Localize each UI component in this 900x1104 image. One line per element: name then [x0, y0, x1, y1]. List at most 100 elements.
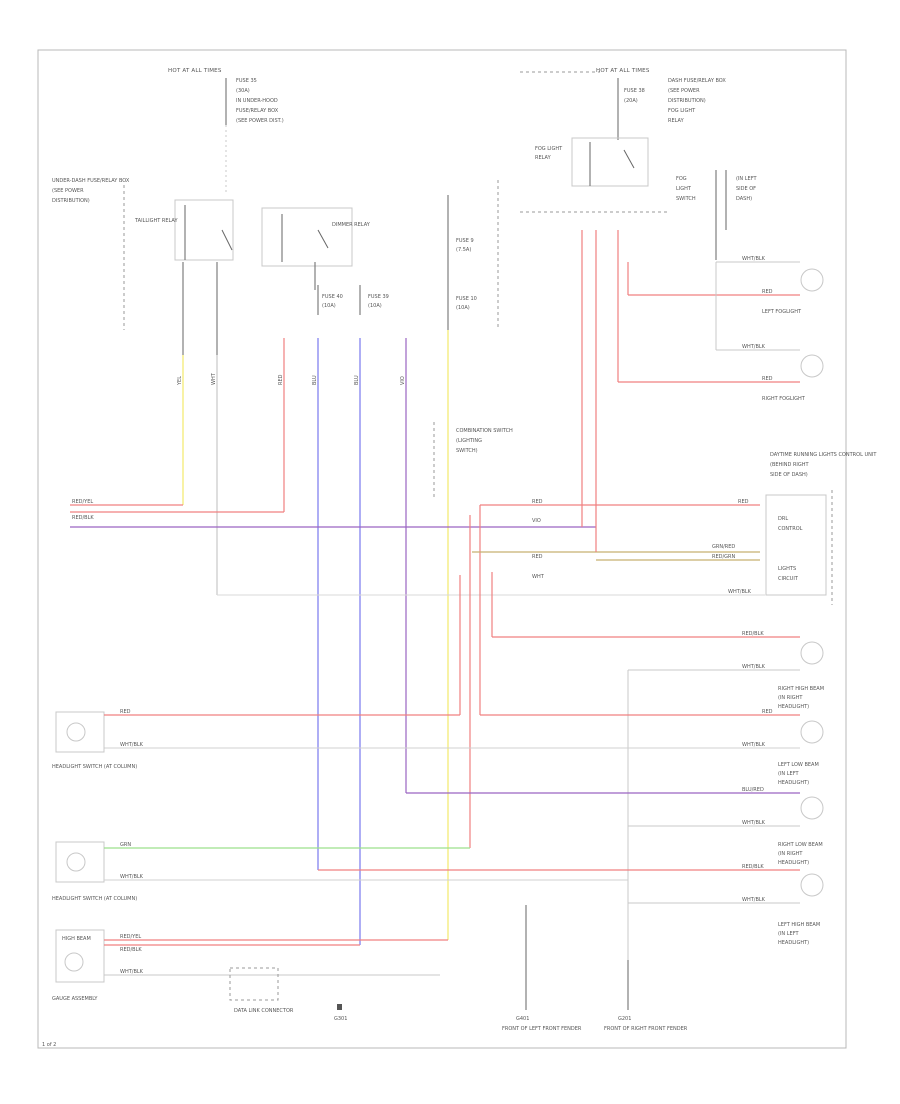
switch-a-red-label: RED — [120, 709, 131, 715]
right-high-beam-wire-label: RED/BLK — [742, 631, 764, 637]
ground-g3-mark — [337, 1004, 342, 1010]
combination-switch-label: COMBINATION SWITCH — [456, 428, 513, 434]
headlight-switch-a-icon — [66, 722, 86, 742]
right-high-beam-label-3: HEADLIGHT) — [778, 704, 809, 710]
right-switch-label-2: LIGHT — [676, 186, 692, 192]
gauge-assembly-box — [55, 929, 105, 983]
fuse-left-text-2: (30A) — [236, 88, 250, 94]
left-low-beam-label-2: (IN LEFT — [778, 771, 799, 777]
ground-mid-desc: FRONT OF LEFT FRONT FENDER — [502, 1026, 582, 1032]
right-hb-wht-label: WHT/BLK — [742, 664, 766, 670]
drl-wire-label-4: WHT/BLK — [728, 589, 752, 595]
fuse-column-label-3: FUSE 10 — [456, 296, 477, 302]
dash-fuse-box-sub-2: DISTRIBUTION) — [668, 98, 706, 104]
right-low-wht-label: WHT/BLK — [742, 820, 766, 826]
gauge-wht-label: WHT/BLK — [120, 969, 144, 975]
taillight-relay-contact — [221, 229, 233, 251]
bus-label-2: RED/BLK — [72, 515, 94, 521]
switch-b-wht-label: WHT/BLK — [120, 874, 144, 880]
gauge-assembly-label: GAUGE ASSEMBLY — [52, 996, 98, 1002]
drl-wire-label-2: RED/GRN — [712, 554, 736, 560]
fog-wire-label-1: WHT/BLK — [742, 256, 766, 262]
drl-unit-label-2: (BEHIND RIGHT — [770, 462, 810, 468]
right-low-beam-label-3: HEADLIGHT) — [778, 860, 809, 866]
page-number: 1 of 2 — [42, 1042, 56, 1048]
right-high-beam-label-1: RIGHT HIGH BEAM — [778, 686, 824, 692]
gauge-assembly-inner: HIGH BEAM — [62, 936, 91, 942]
wire-label-blu-b: BLU — [354, 375, 360, 385]
bus-label-1: RED/YEL — [72, 499, 93, 505]
left-low-wht-label: WHT/BLK — [742, 742, 766, 748]
right-low-beam-label-1: RIGHT LOW BEAM — [778, 842, 823, 848]
right-foglight-label: RIGHT FOGLIGHT — [762, 396, 806, 402]
right-switch-label-5: SIDE OF — [736, 186, 756, 192]
diagram-frame — [37, 49, 847, 1049]
taillight-relay — [174, 199, 234, 261]
headlight-switch-b-icon — [66, 852, 86, 872]
fog-relay-label-2: RELAY — [535, 155, 552, 161]
right-switch-label-4: (IN LEFT — [736, 176, 757, 182]
under-dash-fuse-box-sub-2: DISTRIBUTION) — [52, 198, 90, 204]
left-low-beam-bulb — [800, 720, 824, 744]
left-high-beam-label-3: HEADLIGHT) — [778, 940, 809, 946]
dimmer-fuse-b-label: FUSE 39 — [368, 294, 389, 300]
headlight-switch-a-box — [55, 711, 105, 753]
dimmer-fuse-a-label: FUSE 40 — [322, 294, 343, 300]
ground-mid-label: G401 — [516, 1016, 529, 1022]
dash-fuse-box-sub-4: RELAY — [668, 118, 685, 124]
fuse-column-label-1: FUSE 9 — [456, 238, 474, 244]
data-connector-box — [229, 967, 279, 1001]
ground-right-label: G201 — [618, 1016, 631, 1022]
connector-label-d: WHT — [532, 574, 545, 580]
dimmer-relay-contact — [317, 229, 329, 249]
hot-at-all-times-left: HOT AT ALL TIMES — [168, 68, 222, 74]
connector-label-a: RED — [532, 499, 543, 505]
connector-label-b: VIO — [532, 518, 541, 524]
wire-label-wht: WHT — [211, 372, 217, 385]
right-high-beam-bulb — [800, 641, 824, 665]
headlight-switch-b-label: HEADLIGHT SWITCH (AT COLUMN) — [52, 896, 137, 902]
taillight-relay-label: TAILLIGHT RELAY — [134, 218, 178, 224]
under-dash-fuse-box-sub-1: (SEE POWER — [52, 188, 84, 194]
right-switch-label-3: SWITCH — [676, 196, 696, 202]
drl-unit-label-3: SIDE OF DASH) — [770, 472, 808, 478]
dimmer-relay — [261, 207, 353, 267]
headlight-switch-a-label: HEADLIGHT SWITCH (AT COLUMN) — [52, 764, 137, 770]
red-row-lower-label: RED/BLK — [742, 864, 764, 870]
wire-label-vio: VIO — [400, 376, 406, 385]
right-high-beam-label-2: (IN RIGHT — [778, 695, 803, 701]
right-switch-label-6: DASH) — [736, 196, 752, 202]
wire-label-yel: YEL — [177, 376, 183, 386]
fog-relay-contact — [623, 149, 635, 169]
left-foglight-bulb — [800, 268, 824, 292]
fog-wire-label-2: RED — [762, 289, 773, 295]
fuse-right-text-1: FUSE 38 — [624, 88, 645, 94]
left-low-red-label: RED — [762, 709, 773, 715]
dimmer-relay-label: DIMMER RELAY — [332, 222, 371, 228]
gauge-red-label: RED/YEL — [120, 934, 141, 940]
fuse-left-text-1: FUSE 35 — [236, 78, 257, 84]
wht-row-lower-label: WHT/BLK — [742, 897, 766, 903]
left-low-beam-label-3: HEADLIGHT) — [778, 780, 809, 786]
drl-unit-inner-4: CIRCUIT — [778, 576, 799, 582]
vio-row-label: BLU/RED — [742, 787, 764, 793]
right-switch-label-1: FOG — [676, 176, 687, 182]
fuse-column-label-2: (7.5A) — [456, 247, 471, 253]
right-low-beam-bulb — [800, 873, 824, 897]
right-low-beam-label-2: (IN RIGHT — [778, 851, 803, 857]
drl-unit-label-1: DAYTIME RUNNING LIGHTS CONTROL UNIT — [770, 452, 877, 458]
combination-switch-sub-2: SWITCH) — [456, 448, 478, 454]
drl-unit-inner-1: DRL — [778, 516, 788, 522]
wire-label-blu: BLU — [312, 375, 318, 385]
fog-wire-label-3: WHT/BLK — [742, 344, 766, 350]
headlight-switch-b-box — [55, 841, 105, 883]
fog-relay — [571, 137, 649, 187]
dimmer-fuse-b-amps: (10A) — [368, 303, 382, 309]
connector-label-c: RED — [532, 554, 543, 560]
dash-fuse-box-sub-1: (SEE POWER — [668, 88, 700, 94]
drl-unit-inner-3: LIGHTS — [778, 566, 796, 572]
ground-g3-label: G301 — [334, 1016, 347, 1022]
combination-switch-sub-1: (LIGHTING — [456, 438, 482, 444]
wire-label-red: RED — [278, 374, 284, 385]
switch-b-green-label: GRN — [120, 842, 131, 848]
